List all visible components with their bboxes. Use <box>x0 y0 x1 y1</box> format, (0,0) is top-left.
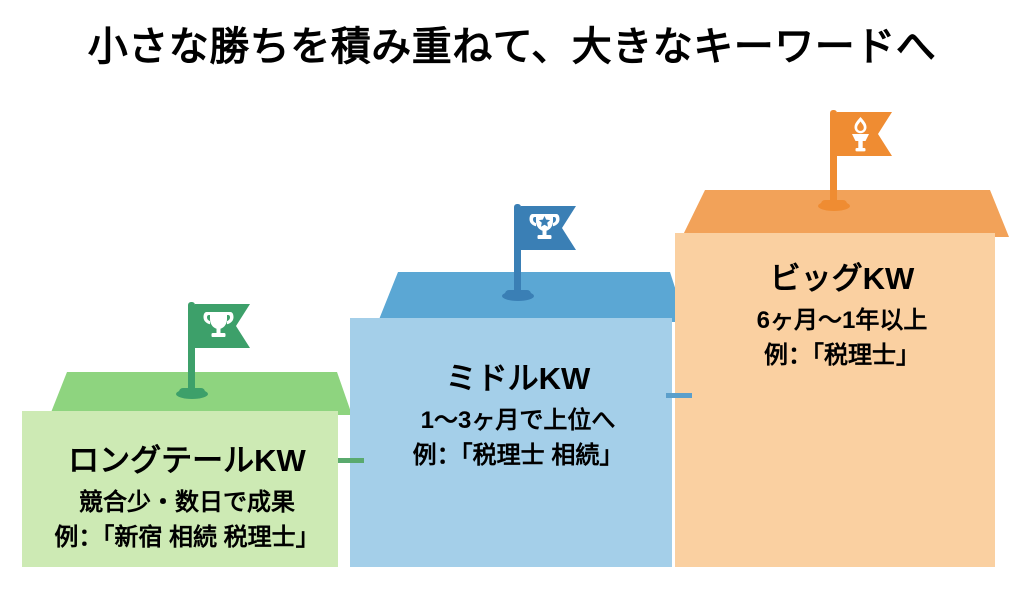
flag-big <box>808 104 904 212</box>
step-subtitle-big: 6ヶ月〜1年以上 <box>756 306 928 334</box>
flag-middle <box>492 198 588 302</box>
flag-long-tail <box>166 296 262 400</box>
connector-long-tail-to-middle <box>338 458 364 463</box>
trophy-star-icon <box>502 204 576 301</box>
connector-middle-to-big <box>666 393 692 398</box>
trophy-icon <box>176 302 250 399</box>
step-block-big: ビッグKW 6ヶ月〜1年以上 例：「税理士」 <box>675 186 1009 570</box>
step-block-middle: ミドルKW 1〜3ヶ月で上位へ 例：「税理士 相続」 <box>350 270 686 570</box>
step-subtitle-long-tail: 競合少・数日で成果 <box>79 488 295 516</box>
step-example-big: 例：「税理士」 <box>764 342 920 370</box>
step-label-big: ビッグKW 6ヶ月〜1年以上 例：「税理士」 <box>675 258 1009 373</box>
block-front-face-long-tail <box>22 411 338 567</box>
step-label-long-tail: ロングテールKW 競合少・数日で成果 例：「新宿 相続 税理士」 <box>22 440 352 555</box>
block-top-face-big <box>682 190 1009 237</box>
step-label-middle: ミドルKW 1〜3ヶ月で上位へ 例：「税理士 相続」 <box>350 358 686 473</box>
step-title-long-tail: ロングテールKW <box>68 443 306 478</box>
block-front-face-big <box>675 233 995 567</box>
step-subtitle-middle: 1〜3ヶ月で上位へ <box>420 406 616 434</box>
torch-icon <box>818 110 892 211</box>
step-example-long-tail: 例：「新宿 相続 税理士」 <box>54 524 320 552</box>
step-title-big: ビッグKW <box>769 261 915 296</box>
step-title-middle: ミドルKW <box>445 361 591 396</box>
step-example-middle: 例：「税理士 相続」 <box>412 442 624 470</box>
step-block-long-tail: ロングテールKW 競合少・数日で成果 例：「新宿 相続 税理士」 <box>22 370 352 570</box>
page-title: 小さな勝ちを積み重ねて、大きなキーワードへ <box>87 25 937 69</box>
block-front-face-middle <box>350 318 672 567</box>
